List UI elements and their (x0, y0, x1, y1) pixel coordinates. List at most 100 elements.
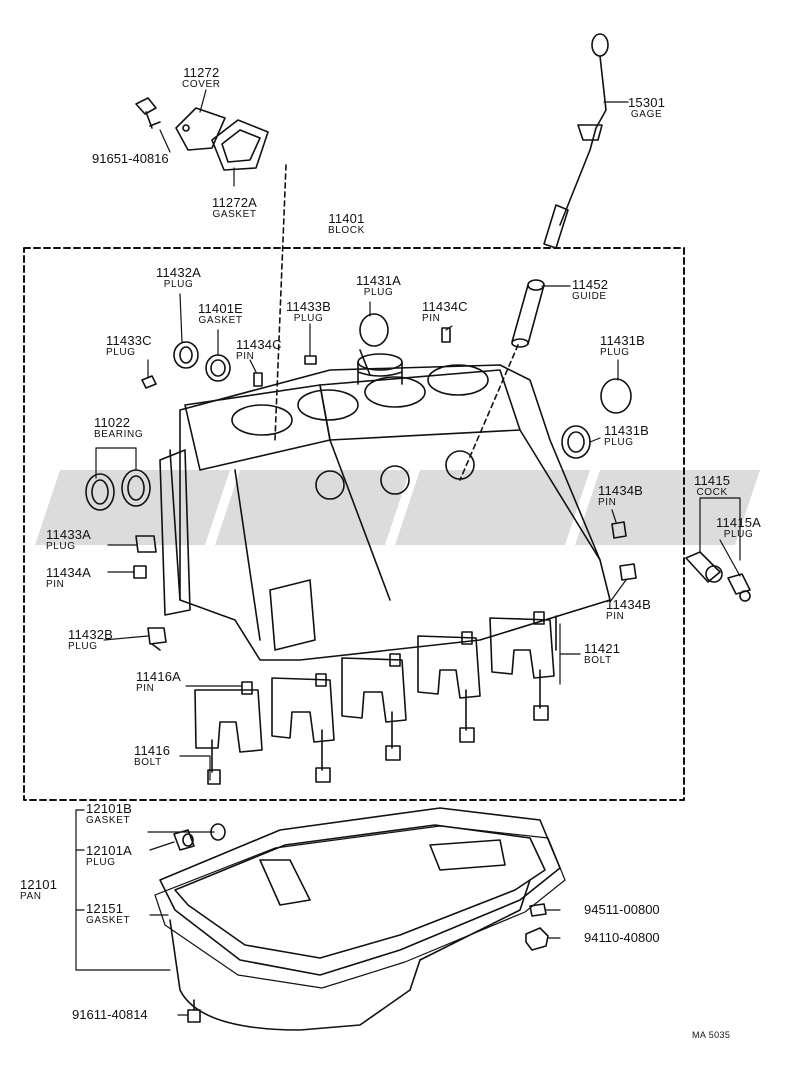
part-name: PLUG (604, 437, 634, 448)
label-11431b-upper: 11431B PLUG (600, 334, 645, 358)
label-12151: 12151 GASKET (86, 902, 130, 926)
piston-graphic (357, 353, 403, 385)
diagram-code: MA 5035 (692, 1030, 731, 1040)
part-name: PAN (20, 891, 42, 902)
label-11432b: 11432B PLUG (68, 628, 113, 652)
label-11401: 11401 BLOCK (328, 212, 365, 236)
part-name: PIN (46, 579, 65, 590)
label-11452: 11452 GUIDE (572, 278, 608, 302)
oil-pan-graphic (159, 807, 561, 1031)
plug-11431b-2-graphic (561, 425, 591, 459)
part-number: 11272A (212, 195, 258, 210)
pin-11434c-graphic (253, 372, 263, 387)
part-number: 11401 (328, 211, 365, 226)
gasket-11401e-graphic (205, 354, 231, 382)
part-name: GAGE (630, 109, 663, 120)
part-number: 11433C (106, 333, 152, 348)
label-12101a: 12101A PLUG (86, 844, 132, 868)
label-11434b-upper: 11434B PIN (598, 484, 643, 508)
drain-cock-graphic (685, 551, 723, 583)
part-number: 11022 (94, 415, 131, 430)
plug-11433c-graphic (141, 375, 157, 389)
plug-11431a-graphic (359, 313, 389, 347)
label-94511-00800: 94511-00800 (584, 902, 660, 917)
label-11432a: 11432A PLUG (156, 266, 201, 290)
part-number: 11434A (46, 565, 92, 580)
part-number: 11433B (286, 299, 332, 314)
washer-graphic (529, 903, 547, 917)
part-number: 11415 (694, 473, 731, 488)
part-number: 11416A (136, 669, 182, 684)
bearing-graphic (85, 469, 151, 511)
part-number: 11432B (68, 627, 114, 642)
cover-bolt-graphic (135, 97, 161, 129)
part-name: BOLT (134, 757, 162, 768)
part-number: 11431B (604, 423, 650, 438)
part-name: PLUG (723, 529, 754, 540)
part-name: PLUG (163, 279, 194, 290)
guide-graphic (459, 279, 545, 481)
part-number: 12151 (86, 901, 124, 916)
part-name: PLUG (46, 541, 76, 552)
part-name: BEARING (94, 429, 144, 440)
label-12101: 12101 PAN (20, 878, 57, 902)
part-name: GASKET (212, 209, 257, 220)
part-number: 11415A (716, 515, 762, 530)
plug-11433b-graphic (304, 355, 317, 365)
cock-plug-graphic (727, 573, 751, 602)
label-12101b: 12101B GASKET (86, 802, 132, 826)
dipstick-graphic (543, 33, 609, 249)
part-number: 11433A (46, 527, 92, 542)
plug-11432a-graphic (173, 341, 199, 369)
label-11416: 11416 BOLT (134, 744, 170, 768)
label-91611-40814: 91611-40814 (72, 1007, 148, 1022)
label-11434a: 11434A PIN (46, 566, 91, 590)
label-11272a: 11272A GASKET (212, 196, 257, 220)
part-number: 11432A (156, 265, 202, 280)
label-11433b: 11433B PLUG (286, 300, 331, 324)
pan-bolt-graphic (187, 999, 201, 1023)
pin-11434b-graphic (611, 521, 627, 539)
part-name: GASKET (86, 915, 131, 926)
part-name: PLUG (68, 641, 98, 652)
part-name: PIN (606, 611, 625, 622)
part-number: 11434B (598, 483, 644, 498)
label-11272: 11272 COVER (182, 66, 221, 90)
part-name: PLUG (600, 347, 630, 358)
label-15301: 15301 GAGE (628, 96, 665, 120)
label-11421: 11421 BOLT (584, 642, 620, 666)
label-91651-40816: 91651-40816 (92, 151, 169, 166)
part-name: PIN (598, 497, 617, 508)
part-number: 12101A (86, 843, 133, 858)
pin-11434a-graphic (133, 565, 147, 579)
label-11433a: 11433A PLUG (46, 528, 91, 552)
label-11434b-lower: 11434B PIN (606, 598, 651, 622)
part-name: PLUG (293, 313, 324, 324)
part-name: PIN (136, 683, 155, 694)
cap-pins-graphic (241, 611, 545, 695)
part-number: 12101B (86, 801, 133, 816)
part-number: 11272 (183, 65, 220, 80)
cylinder-block-graphic (159, 349, 611, 661)
part-name: PIN (422, 313, 441, 324)
part-number: 11421 (584, 641, 621, 656)
part-name: BLOCK (328, 225, 365, 236)
plug-11433a-graphic (135, 535, 157, 553)
part-name: BOLT (584, 655, 612, 666)
part-number: 11434C (236, 337, 282, 352)
part-name: GASKET (86, 815, 131, 826)
nut-graphic (525, 927, 549, 951)
part-number: 11434B (606, 597, 652, 612)
label-11431b-lower: 11431B PLUG (604, 424, 649, 448)
part-name: PLUG (106, 347, 136, 358)
label-94110-40800: 94110-40800 (584, 930, 660, 945)
label-11434c-upper: 11434C PIN (422, 300, 468, 324)
label-11416a: 11416A PIN (136, 670, 181, 694)
part-number: 11452 (572, 277, 609, 292)
part-number: 12101 (20, 877, 58, 892)
gasket-graphic (211, 119, 269, 171)
part-name: PLUG (86, 857, 116, 868)
label-11415: 11415 COCK (694, 474, 730, 498)
part-name: PIN (236, 351, 255, 362)
